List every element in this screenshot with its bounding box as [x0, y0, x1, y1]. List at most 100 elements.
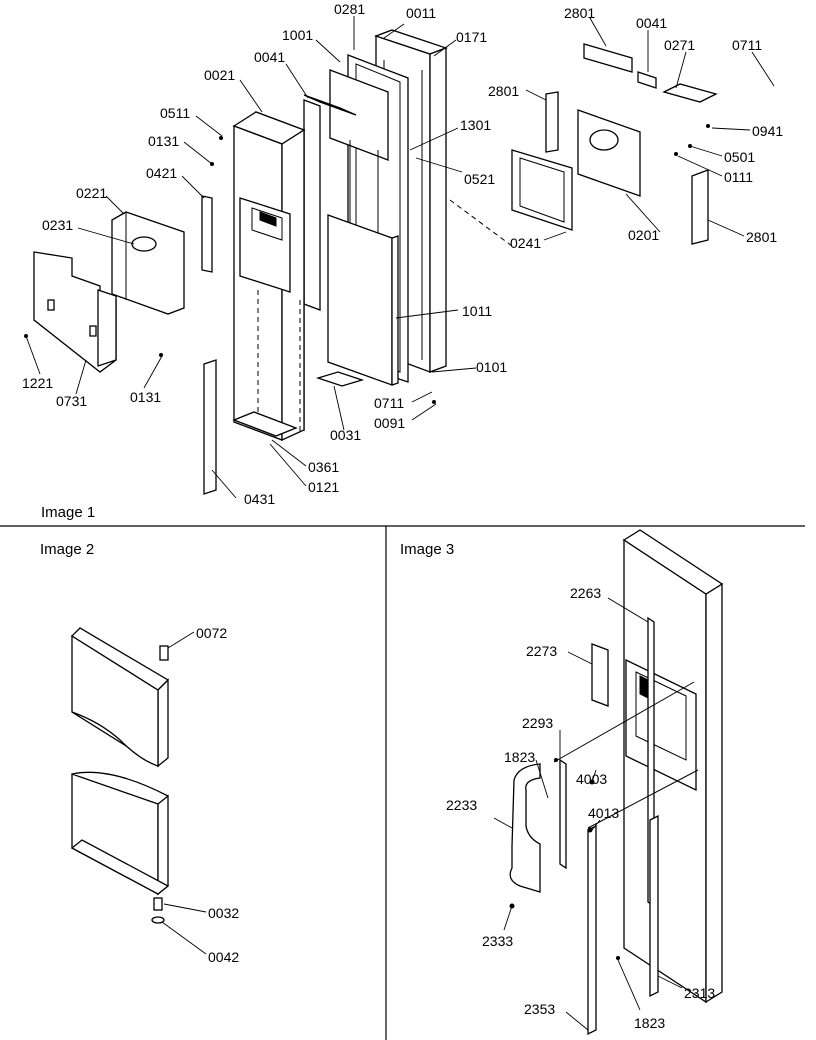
connector-line [449, 199, 513, 247]
label-1011: 1011 [462, 303, 492, 319]
label-2233: 2233 [446, 797, 477, 813]
label-0032: 0032 [208, 905, 239, 921]
door-upper-side [157, 678, 169, 768]
bracket-0271 [662, 83, 718, 103]
label-2801b: 2801 [488, 83, 519, 99]
image2-leader-lines [161, 631, 207, 955]
liner-panel-1001 [329, 69, 389, 161]
label-1301: 1301 [460, 117, 491, 133]
guide-line [553, 681, 695, 763]
cover-slot [47, 299, 55, 311]
screw [616, 956, 620, 960]
label-0072: 0072 [196, 625, 227, 641]
ice-bucket-0221 [111, 211, 185, 315]
cover-0201 [577, 109, 641, 197]
label-1001: 1001 [282, 27, 313, 43]
panel-0011-edge [429, 47, 447, 373]
label-2293: 2293 [522, 715, 553, 731]
trim-2353 [587, 824, 597, 1036]
insulation-0041 [303, 94, 357, 116]
label-2801a: 2801 [564, 5, 595, 21]
block-2801-right [691, 169, 709, 245]
insulation-0041-body [303, 99, 321, 311]
strip-0031 [315, 371, 365, 387]
image3-panel: Image 3 [400, 529, 724, 1036]
door-upper-break [71, 690, 159, 767]
image2-panel: Image 2 0072 0032 0042 [40, 541, 239, 965]
screw [674, 152, 678, 156]
label-0091: 0091 [374, 415, 405, 431]
label-4013: 4013 [588, 805, 619, 821]
cabinet-side [705, 582, 723, 1004]
label-0041b: 0041 [636, 15, 667, 31]
block-2801-top [583, 43, 633, 73]
strip-0431 [203, 359, 217, 495]
door-panel-1011-edge [391, 235, 399, 386]
image1-title: Image 1 [41, 504, 95, 521]
label-2801c: 2801 [746, 229, 777, 245]
label-0101: 0101 [476, 359, 507, 375]
trim-2313 [649, 814, 659, 998]
label-0241: 0241 [510, 235, 541, 251]
label-0031: 0031 [330, 427, 361, 443]
label-1823b: 1823 [634, 1015, 665, 1031]
label-0131: 0131 [148, 133, 179, 149]
block-2801-left [545, 91, 559, 153]
guide-line [587, 769, 699, 829]
label-0271: 0271 [664, 37, 695, 53]
label-2333: 2333 [482, 933, 513, 949]
cabinet-top [622, 529, 724, 595]
image2-title: Image 2 [40, 541, 94, 558]
label-0941: 0941 [752, 123, 783, 139]
hinge-pin-0072 [159, 645, 169, 661]
label-0731: 0731 [56, 393, 87, 409]
label-0711b: 0711 [732, 37, 762, 53]
label-0042: 0042 [208, 949, 239, 965]
image3-leader-lines [493, 597, 683, 1031]
label-2263: 2263 [570, 585, 601, 601]
screw [706, 124, 710, 128]
label-0361: 0361 [308, 459, 339, 475]
label-2273: 2273 [526, 643, 557, 659]
label-1221: 1221 [22, 375, 53, 391]
ice-bucket-auger [131, 236, 157, 252]
door-lower-break [71, 771, 169, 797]
liner-0021-side [281, 128, 305, 442]
label-0011: 0011 [406, 5, 436, 21]
dispenser-cavity-inner [251, 207, 283, 241]
label-0431: 0431 [244, 491, 275, 507]
label-2353: 2353 [524, 1001, 555, 1017]
label-0121: 0121 [308, 479, 339, 495]
label-0281: 0281 [334, 1, 365, 17]
screw [509, 903, 515, 909]
label-0111: 0111 [724, 169, 753, 185]
label-1823a: 1823 [504, 749, 535, 765]
label-0231: 0231 [42, 217, 73, 233]
label-0501: 0501 [724, 149, 755, 165]
block-0041-small [637, 71, 657, 89]
strip-0421 [201, 195, 213, 273]
cover-slot [89, 325, 97, 337]
label-0041: 0041 [254, 49, 285, 65]
image1-panel: Image 1 [22, 1, 783, 521]
washer-0042 [151, 916, 165, 924]
label-0421: 0421 [146, 165, 177, 181]
fan-0201 [589, 129, 619, 151]
door-lower-bottom [70, 839, 170, 895]
image3-title: Image 3 [400, 541, 454, 558]
label-2313: 2313 [684, 985, 715, 1001]
frame-0241 [511, 149, 573, 231]
strip-0361 [232, 411, 298, 437]
trim-2293 [559, 758, 567, 870]
label-0171: 0171 [456, 29, 487, 45]
label-0201: 0201 [628, 227, 659, 243]
screw [587, 827, 593, 833]
trim-2273 [591, 643, 609, 707]
label-0221: 0221 [76, 185, 107, 201]
frame-0241-inner [519, 157, 565, 223]
screw [159, 353, 163, 357]
screw [432, 400, 436, 404]
door-panel-1011 [327, 214, 393, 386]
door-lower-side [157, 794, 169, 896]
